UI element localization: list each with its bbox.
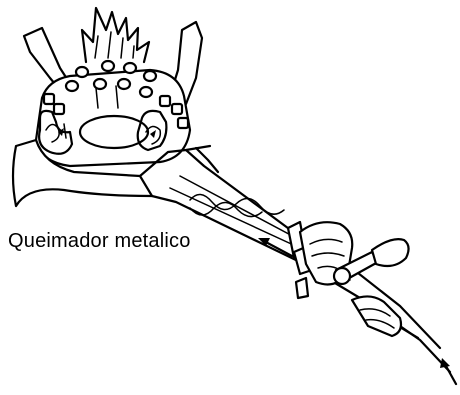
flame-drawing <box>82 8 149 62</box>
burner-label: Queimador metalico <box>8 230 191 253</box>
